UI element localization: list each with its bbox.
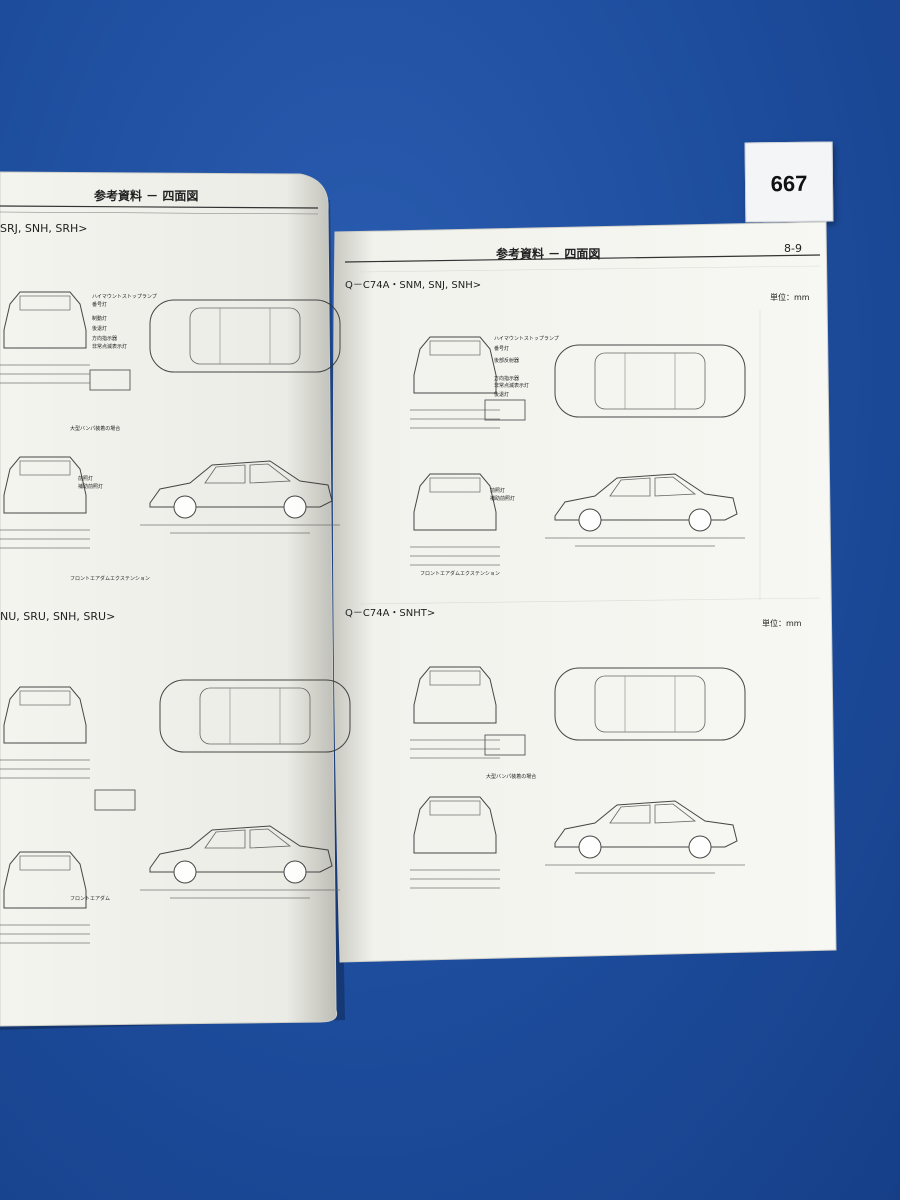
right-page: [332, 221, 837, 963]
left-label-4: 方向指示器: [92, 335, 117, 342]
right-section-1: Q－C74A・SNM, SNJ, SNH>: [345, 280, 481, 291]
right-label-9: フロントエアダムエクステンション: [420, 570, 500, 577]
left-label-7: 補助前照灯: [78, 483, 103, 490]
left-section-1: SRJ, SNH, SRH>: [0, 222, 87, 235]
left-page: [0, 171, 338, 1027]
right-label-1: 番号灯: [494, 345, 509, 352]
right-label-0: ハイマウントストップランプ: [494, 335, 559, 342]
left-label-5: 非常点滅表示灯: [92, 343, 127, 350]
left-label-10: フロントエアダム: [70, 895, 110, 902]
left-label-2: 制動灯: [92, 315, 107, 322]
right-header: 参考資料 － 四面図: [496, 246, 600, 261]
right-label-6: 前照灯: [490, 487, 505, 494]
left-label-3: 後退灯: [92, 325, 107, 332]
right-label-8: 大型バンパ装着の場合: [486, 773, 536, 780]
left-label-8: 大型バンパ装着の場合: [70, 425, 120, 432]
left-label-9: フロントエアダムエクステンション: [70, 575, 150, 582]
left-label-6: 前照灯: [78, 475, 93, 482]
left-header: 参考資料 － 四面図: [94, 188, 198, 203]
right-section-2: Q－C74A・SNHT>: [345, 608, 435, 619]
right-unit-1: 単位：mm: [770, 292, 810, 302]
left-label-0: ハイマウントストップランプ: [92, 293, 157, 300]
right-label-2: 後部反射器: [494, 357, 519, 364]
right-label-3: 方向指示器: [494, 375, 519, 382]
right-label-7: 補助前照灯: [490, 495, 515, 502]
left-label-1: 番号灯: [92, 301, 107, 308]
right-label-5: 後退灯: [494, 391, 509, 398]
right-unit-2: 単位：mm: [762, 618, 802, 628]
left-section-2: NU, SRU, SNH, SRU>: [0, 610, 115, 623]
right-label-4: 非常点滅表示灯: [494, 382, 529, 389]
right-page-number: 8-9: [784, 242, 802, 255]
